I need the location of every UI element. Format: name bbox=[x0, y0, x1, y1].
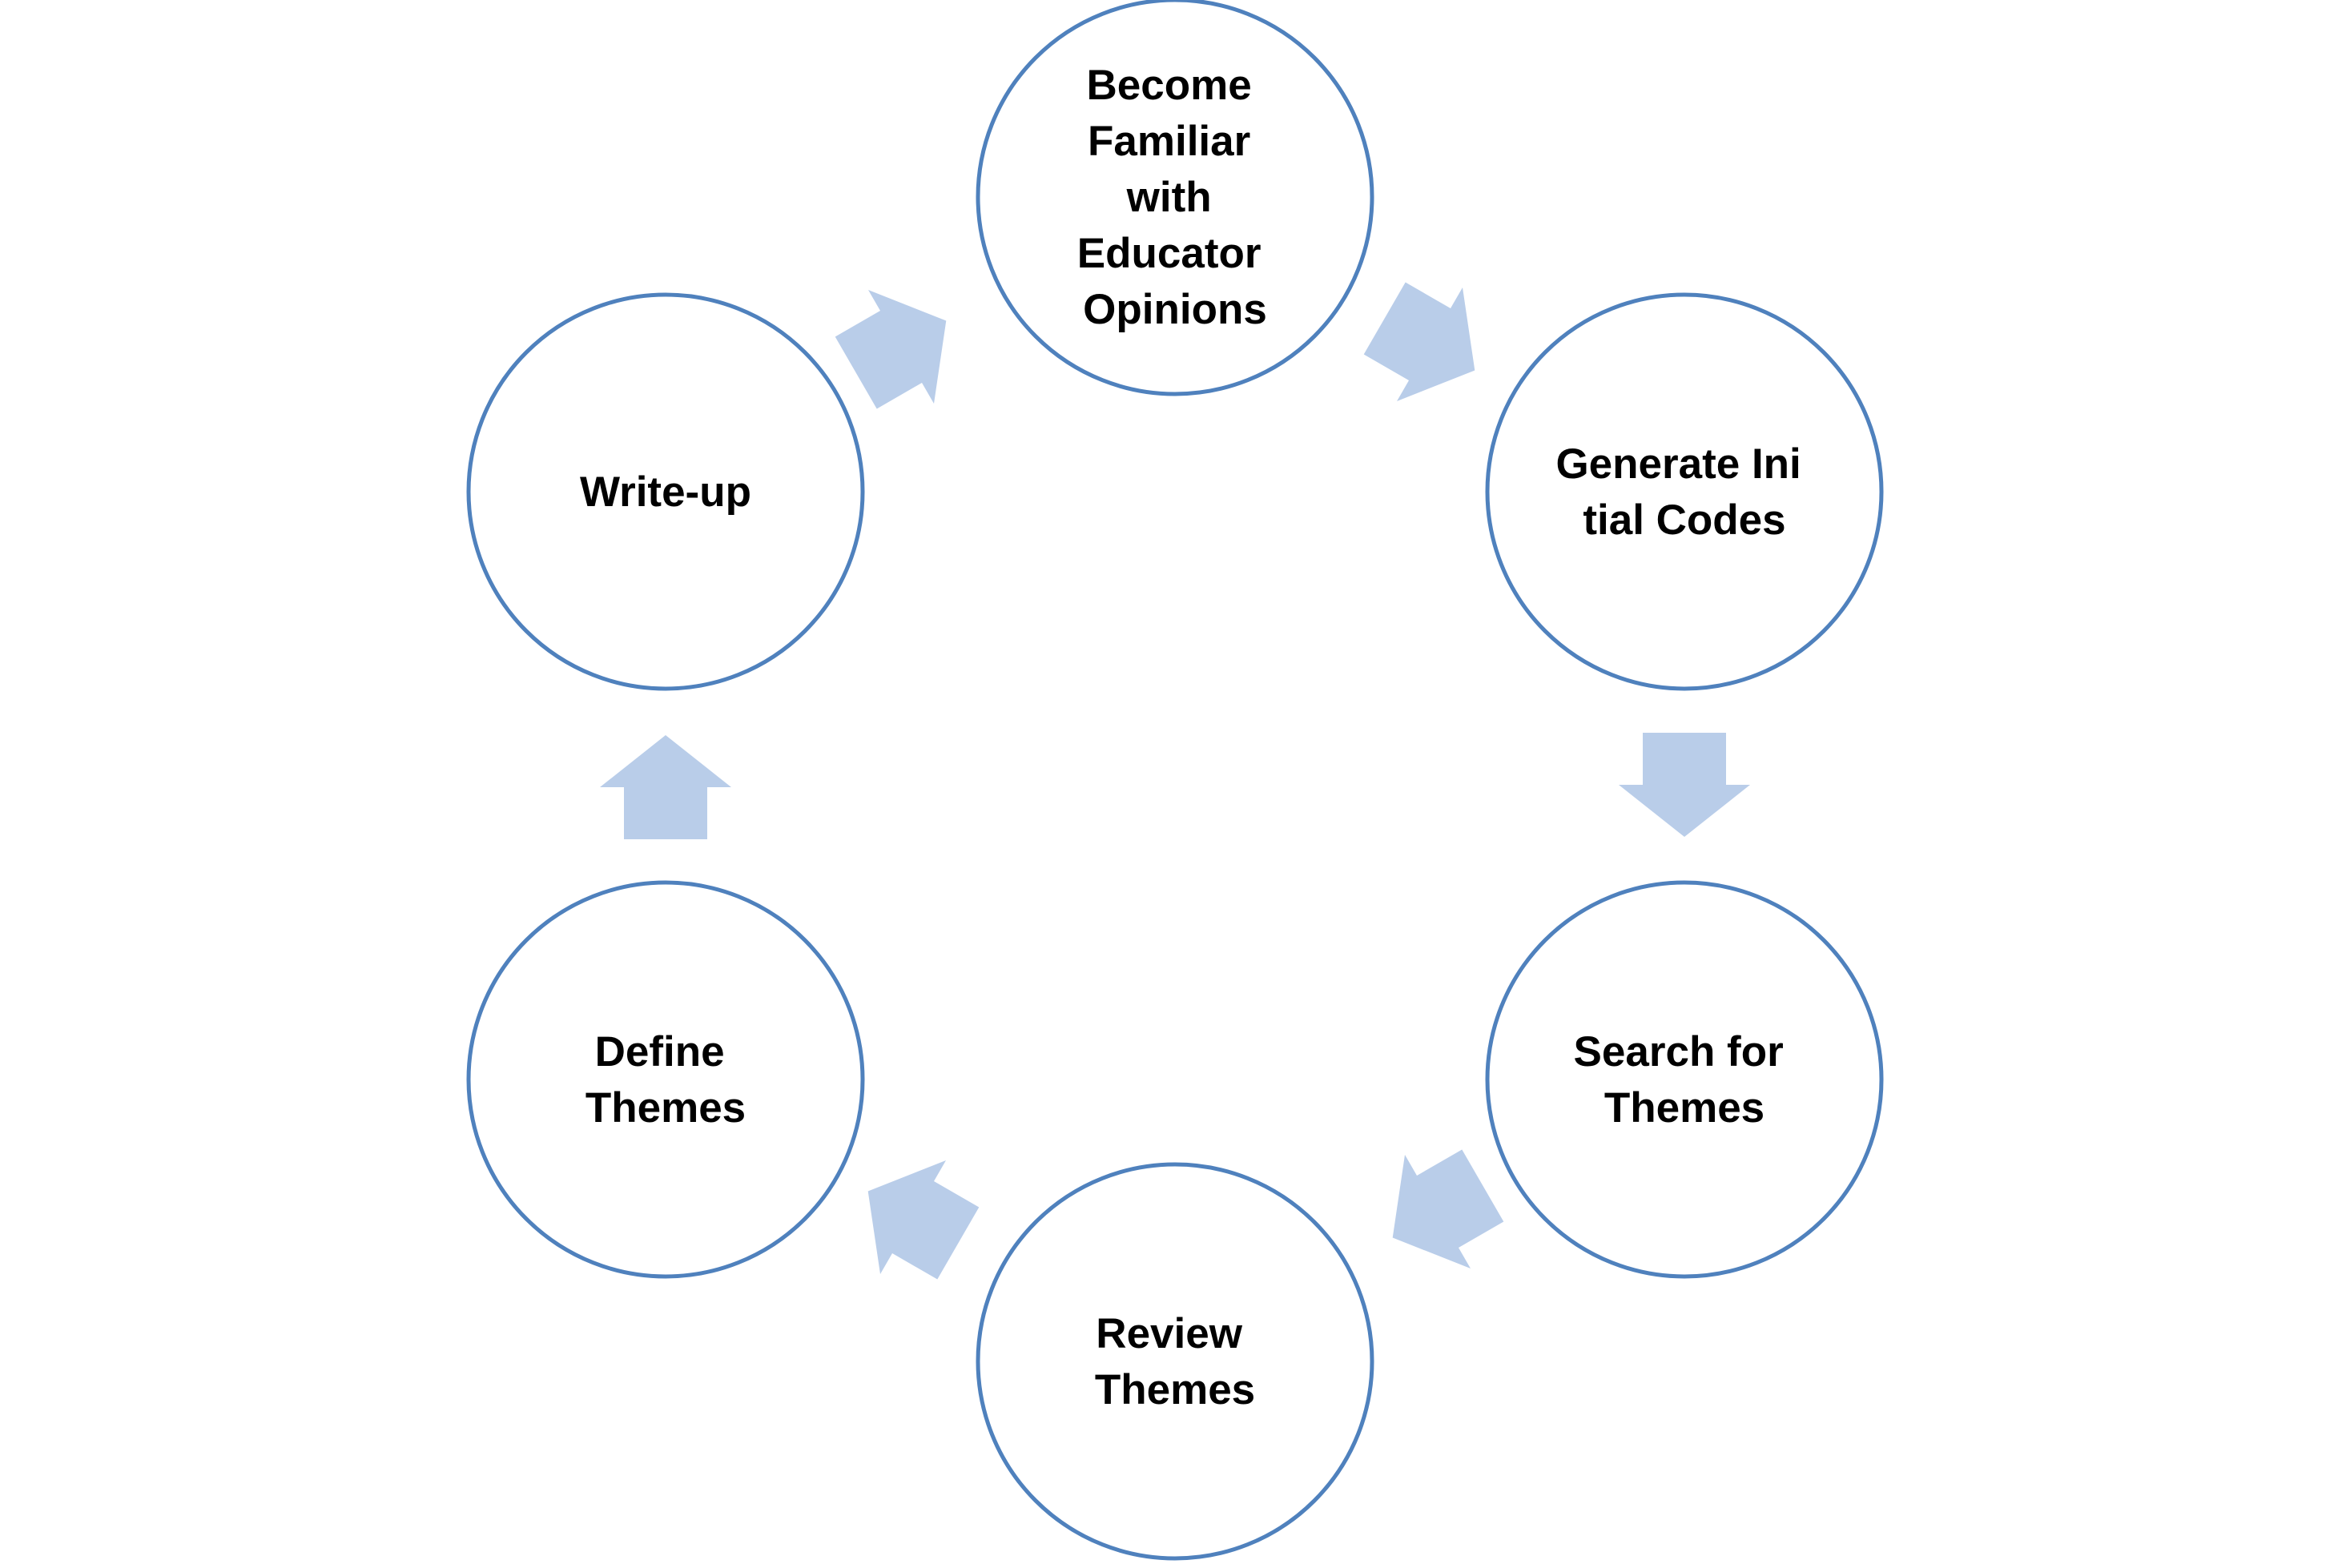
step-3-line-2: Themes bbox=[1604, 1084, 1765, 1132]
step-2-line-2: tial Codes bbox=[1583, 497, 1785, 544]
arrow-familiar-to-codes-icon bbox=[1363, 282, 1475, 401]
step-4-line-2: Themes bbox=[1095, 1366, 1255, 1413]
step-6-line-1: Write-up bbox=[580, 468, 751, 516]
step-3-line-1: Search for bbox=[1574, 1028, 1784, 1075]
step-5-line-2: Themes bbox=[585, 1084, 746, 1132]
arrow-review-to-define-icon bbox=[867, 1160, 980, 1280]
arrow-search-to-review-icon bbox=[1392, 1149, 1504, 1268]
step-become-familiar: Become Familiar with Educator Opinions bbox=[976, 0, 1374, 396]
step-1-line-3: with bbox=[1126, 174, 1212, 221]
cycle-arrows bbox=[600, 282, 1750, 1280]
svg-text:Define Themes: Define Themes bbox=[585, 1028, 746, 1132]
svg-text:Search for Themes: Search for Themes bbox=[1574, 1028, 1796, 1132]
cycle-nodes: Become Familiar with Educator Opinions G… bbox=[466, 0, 1884, 1561]
step-1-line-4: Educator bbox=[1077, 230, 1262, 277]
step-review-themes: Review Themes bbox=[976, 1162, 1374, 1561]
step-5-line-1: Define bbox=[595, 1028, 725, 1075]
arrow-define-to-writeup-icon bbox=[600, 735, 731, 839]
step-1-line-2: Familiar bbox=[1088, 118, 1250, 165]
svg-text:Become Familiar: Become Familiar with Educator Opinions bbox=[1077, 62, 1273, 333]
arrow-writeup-to-familiar-icon bbox=[835, 290, 947, 409]
step-4-line-1: Review bbox=[1096, 1310, 1242, 1357]
step-1-line-1: Become bbox=[1087, 62, 1252, 109]
svg-text:Write-up: Write-up bbox=[580, 468, 751, 516]
svg-text:Generate Ini tial Code: Generate Ini tial Codes bbox=[1555, 440, 1813, 544]
step-1-line-5: Opinions bbox=[1083, 286, 1267, 333]
step-write-up: Write-up bbox=[466, 292, 865, 691]
step-define-themes: Define Themes bbox=[466, 880, 865, 1279]
svg-text:Review Themes: Review Themes bbox=[1095, 1310, 1255, 1413]
step-search-for-themes: Search for Themes bbox=[1485, 880, 1884, 1279]
step-2-line-1: Generate Ini bbox=[1555, 440, 1801, 488]
arrow-codes-to-search-icon bbox=[1619, 733, 1750, 837]
step-generate-initial-codes: Generate Ini tial Codes bbox=[1485, 292, 1884, 691]
